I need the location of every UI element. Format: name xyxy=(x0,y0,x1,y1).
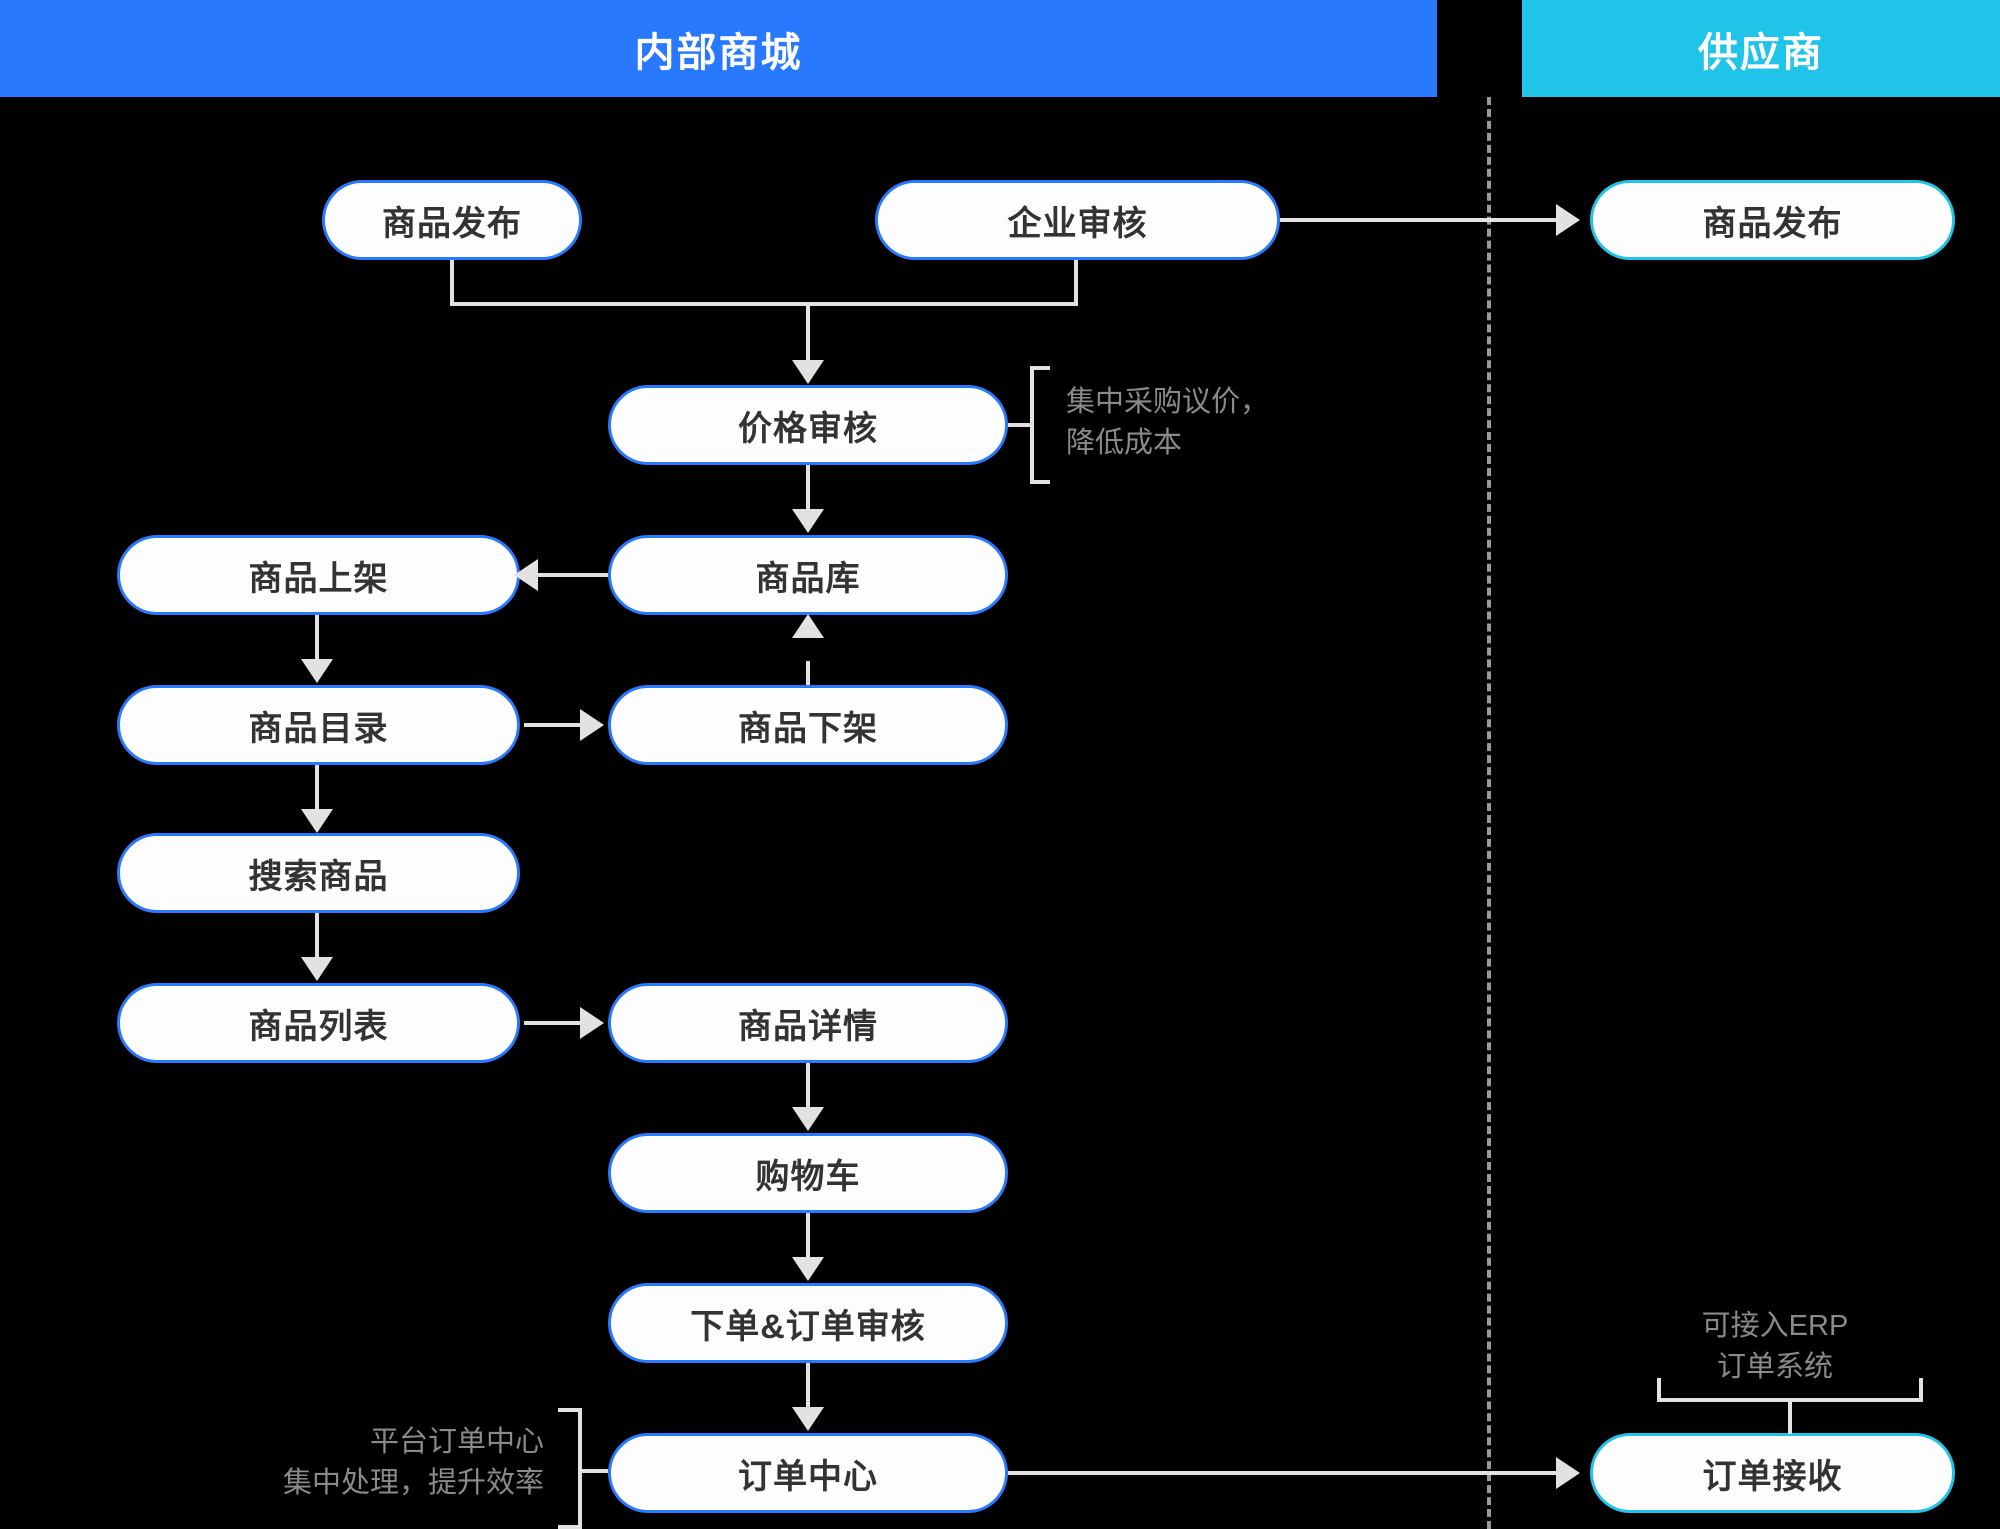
annotation-price-note: 集中采购议价， 降低成本 xyxy=(1066,386,1270,460)
node-price-audit[interactable]: 价格审核 xyxy=(608,385,1008,465)
connector-catalog-to-delist-line xyxy=(524,723,584,727)
node-publish-supplier-label: 商品发布 xyxy=(1702,204,1843,243)
bracket-erp-tick-right xyxy=(1919,1378,1923,1402)
connector-delist-to-repo-arrowhead xyxy=(792,614,824,638)
bracket-price-spine xyxy=(1030,366,1034,484)
bracket-price-stub xyxy=(1008,423,1034,427)
annotation-erp-note: 可接入ERP 订单系统 xyxy=(1701,1310,1849,1384)
connector-cart-to-order-line xyxy=(806,1213,810,1259)
connector-merge-to-price-line xyxy=(806,302,810,362)
node-publish-internal[interactable]: 商品发布 xyxy=(322,180,582,260)
node-search-product-label: 搜索商品 xyxy=(248,857,389,896)
node-product-delist[interactable]: 商品下架 xyxy=(608,685,1008,765)
node-shopping-cart-label: 购物车 xyxy=(755,1157,861,1196)
node-product-catalog[interactable]: 商品目录 xyxy=(117,685,520,765)
node-search-product[interactable]: 搜索商品 xyxy=(117,833,520,913)
node-product-repo-label: 商品库 xyxy=(755,559,861,598)
node-product-repo[interactable]: 商品库 xyxy=(608,535,1008,615)
connector-repo-to-listing-line xyxy=(538,573,608,577)
connector-merge-horizontal xyxy=(450,302,1078,306)
connector-listing-to-catalog-line xyxy=(315,615,319,661)
connector-catalog-to-search-line xyxy=(315,765,319,811)
node-place-order-audit-label: 下单&订单审核 xyxy=(690,1307,926,1346)
node-product-listing-label: 商品上架 xyxy=(248,559,389,598)
connector-detail-to-cart-line xyxy=(806,1063,810,1109)
connector-enterprise-down xyxy=(1074,260,1078,306)
node-product-catalog-label: 商品目录 xyxy=(248,709,389,748)
node-shopping-cart[interactable]: 购物车 xyxy=(608,1133,1008,1213)
connector-price-to-repo-line xyxy=(806,465,810,511)
node-product-detail-label: 商品详情 xyxy=(738,1007,878,1046)
node-product-list[interactable]: 商品列表 xyxy=(117,983,520,1063)
connector-catalog-to-search-arrowhead xyxy=(301,809,333,833)
connector-orderaudit-to-center-arrowhead xyxy=(792,1407,824,1431)
lane-header-supplier-label: 供应商 xyxy=(1698,30,1824,75)
bracket-ordercenter-stub xyxy=(582,1469,608,1473)
connector-delist-to-repo-line xyxy=(806,661,810,707)
connector-list-to-detail-arrowhead xyxy=(580,1007,604,1039)
bracket-erp-tick-left xyxy=(1657,1378,1661,1402)
connector-publish-down xyxy=(450,260,454,306)
connector-center-to-receive-arrowhead xyxy=(1556,1457,1580,1489)
node-enterprise-audit-label: 企业审核 xyxy=(1007,204,1148,243)
connector-center-to-receive-line xyxy=(1008,1471,1558,1475)
connector-orderaudit-to-center-line xyxy=(806,1363,810,1409)
node-publish-supplier[interactable]: 商品发布 xyxy=(1590,180,1955,260)
connector-detail-to-cart-arrowhead xyxy=(792,1107,824,1131)
connector-price-to-repo-arrowhead xyxy=(792,509,824,533)
lane-header-internal-label: 内部商城 xyxy=(634,30,803,75)
bracket-ordercenter-tick-bottom xyxy=(558,1525,582,1529)
connector-repo-to-listing-arrowhead xyxy=(514,559,538,591)
connector-cart-to-order-arrowhead xyxy=(792,1257,824,1281)
lane-divider-dashed xyxy=(1487,97,1491,1529)
node-product-list-label: 商品列表 xyxy=(248,1007,389,1046)
lane-header-internal: 内部商城 xyxy=(0,0,1437,97)
node-place-order-audit[interactable]: 下单&订单审核 xyxy=(608,1283,1008,1363)
bracket-price-tick-top xyxy=(1030,366,1050,370)
node-order-receive-label: 订单接收 xyxy=(1702,1457,1843,1496)
node-publish-internal-label: 商品发布 xyxy=(382,204,522,243)
connector-listing-to-catalog-arrowhead xyxy=(301,659,333,683)
connector-enterprise-to-supplier-line xyxy=(1280,218,1558,222)
node-price-audit-label: 价格审核 xyxy=(738,409,878,448)
node-product-delist-label: 商品下架 xyxy=(738,709,878,748)
connector-search-to-list-line xyxy=(315,913,319,959)
node-order-receive[interactable]: 订单接收 xyxy=(1590,1433,1955,1513)
node-enterprise-audit[interactable]: 企业审核 xyxy=(875,180,1280,260)
node-order-center[interactable]: 订单中心 xyxy=(608,1433,1008,1513)
lane-header-supplier: 供应商 xyxy=(1522,0,2000,97)
bracket-price-tick-bottom xyxy=(1030,480,1050,484)
bracket-erp-stub xyxy=(1788,1398,1792,1434)
connector-catalog-to-delist-arrowhead xyxy=(580,709,604,741)
bracket-ordercenter-tick-top xyxy=(558,1408,582,1412)
connector-merge-to-price-arrowhead xyxy=(792,360,824,384)
connector-search-to-list-arrowhead xyxy=(301,957,333,981)
annotation-order-center-note: 平台订单中心 集中处理，提升效率 xyxy=(282,1426,544,1500)
node-product-detail[interactable]: 商品详情 xyxy=(608,983,1008,1063)
connector-enterprise-to-supplier-arrowhead xyxy=(1556,204,1580,236)
bracket-ordercenter-spine xyxy=(578,1408,582,1529)
node-product-listing[interactable]: 商品上架 xyxy=(117,535,520,615)
connector-list-to-detail-line xyxy=(524,1021,584,1025)
node-order-center-label: 订单中心 xyxy=(738,1457,878,1496)
